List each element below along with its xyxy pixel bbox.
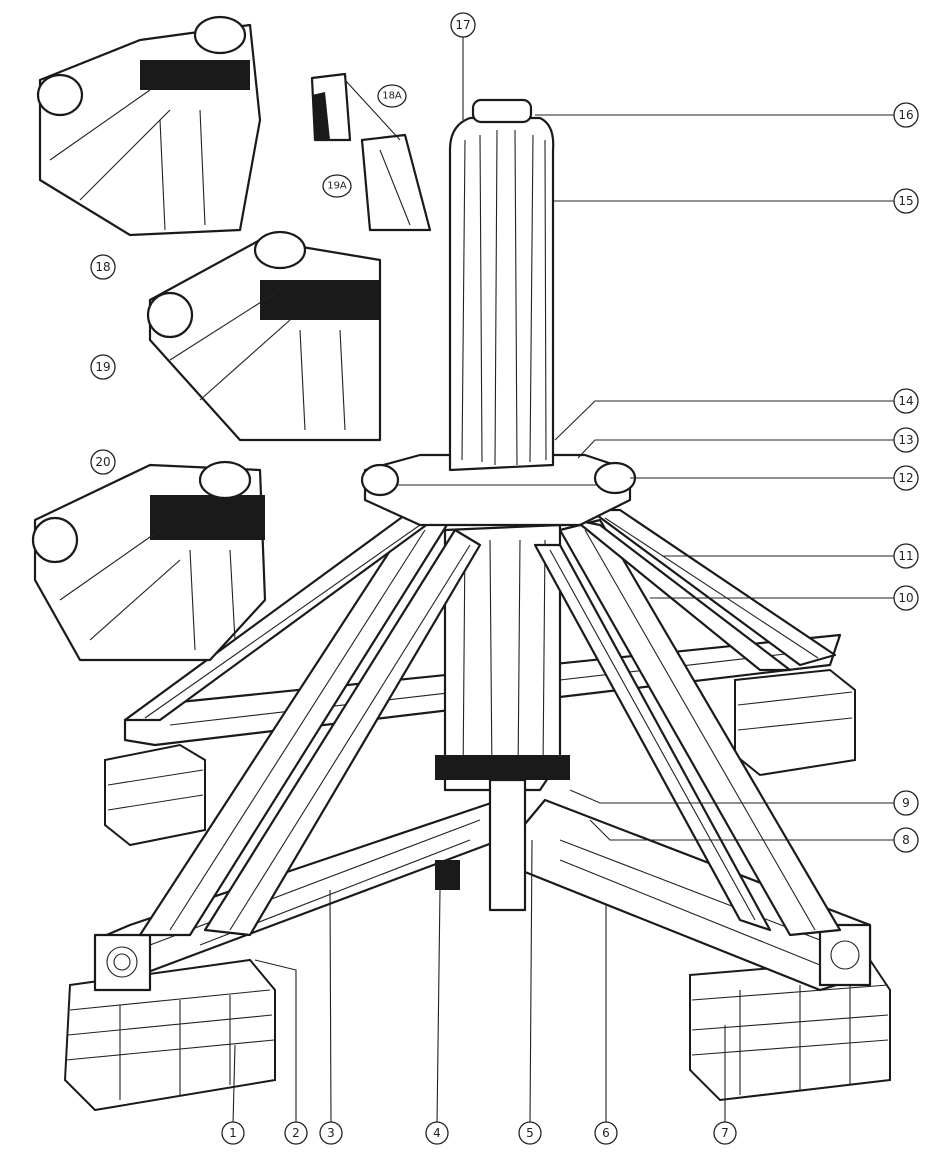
callout-label: 15 [898, 194, 913, 208]
callout-20: 20 [90, 449, 116, 475]
callout-11: 11 [893, 543, 919, 569]
callout-18a: 18A [377, 84, 407, 108]
upper-post [448, 98, 555, 472]
callout-15: 15 [893, 188, 919, 214]
callout-label: 2 [292, 1126, 300, 1140]
brick-pier-front-left [63, 958, 276, 1112]
callout-9: 9 [893, 790, 919, 816]
detail-18a-19a [310, 72, 432, 232]
cross-beam-front-right [518, 798, 872, 992]
callout-1: 1 [221, 1121, 245, 1145]
callout-label: 9 [902, 796, 910, 810]
callout-label: 13 [898, 433, 913, 447]
callout-17: 17 [450, 12, 476, 38]
leader-lines [232, 37, 894, 1125]
callout-18: 18 [90, 254, 116, 280]
callout-5: 5 [518, 1121, 542, 1145]
callout-label: 4 [433, 1126, 441, 1140]
callout-label: 7 [721, 1126, 729, 1140]
callout-4: 4 [425, 1121, 449, 1145]
callout-label: 11 [898, 549, 913, 563]
callout-label: 1 [229, 1126, 237, 1140]
callout-label: 17 [455, 18, 470, 32]
collar-head [360, 453, 637, 527]
callout-14: 14 [893, 388, 919, 414]
detail-19 [146, 230, 382, 442]
callout-label: 16 [898, 108, 913, 122]
callout-label: 19 [95, 360, 110, 374]
callout-16: 16 [893, 102, 919, 128]
main-post [435, 523, 570, 912]
callout-label: 3 [327, 1126, 335, 1140]
callout-label: 12 [898, 471, 913, 485]
callout-label: 8 [902, 833, 910, 847]
callout-6: 6 [594, 1121, 618, 1145]
callout-label: 18 [95, 260, 110, 274]
callout-8: 8 [893, 827, 919, 853]
callout-3: 3 [319, 1121, 343, 1145]
quarter-bars [123, 508, 842, 937]
callout-label: 19A [327, 181, 347, 192]
callout-12: 12 [893, 465, 919, 491]
callout-label: 6 [602, 1126, 610, 1140]
brick-pier-back-left [104, 743, 206, 847]
callout-label: 20 [95, 455, 110, 469]
callout-7: 7 [713, 1121, 737, 1145]
callout-19a: 19A [322, 174, 352, 198]
callout-10: 10 [893, 585, 919, 611]
callout-label: 18A [382, 91, 402, 102]
callout-2: 2 [284, 1121, 308, 1145]
callout-19: 19 [90, 354, 116, 380]
callout-13: 13 [893, 427, 919, 453]
detail-20 [31, 460, 267, 662]
detail-18 [36, 15, 262, 237]
callout-label: 5 [526, 1126, 534, 1140]
brick-pier-back-right [734, 668, 856, 777]
callout-label: 14 [898, 394, 913, 408]
callout-label: 10 [898, 591, 913, 605]
